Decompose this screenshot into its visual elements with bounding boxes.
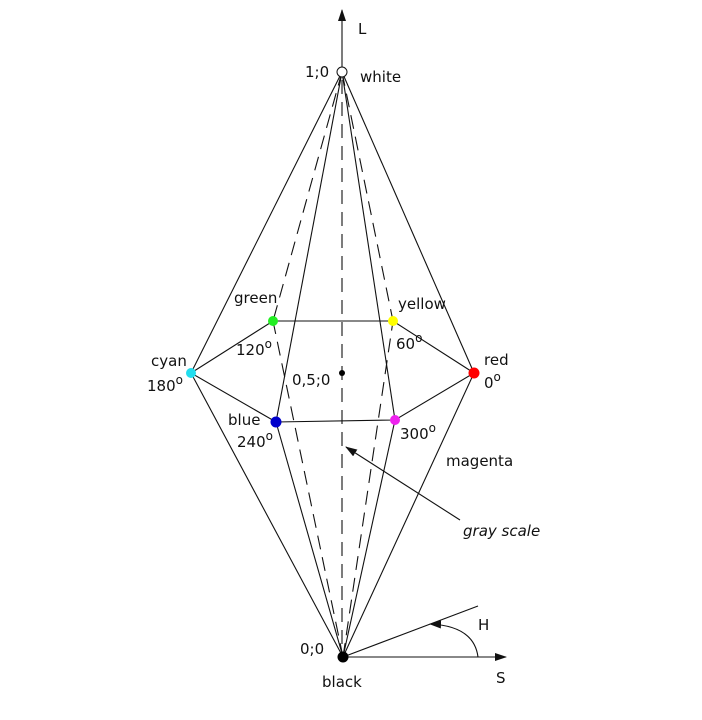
black-label: black: [322, 673, 362, 691]
gray-scale-arrow: [345, 446, 461, 521]
white-point: [336, 66, 348, 78]
hidden-edges: [272, 71, 394, 658]
center-point: [339, 370, 345, 376]
center-coord: 0,5;0: [292, 371, 330, 389]
yellow-point: [388, 316, 398, 326]
yellow-label: yellow: [398, 295, 446, 313]
green-point: [268, 316, 278, 326]
gray-scale-label: gray scale: [463, 522, 540, 540]
cone-edges: [190, 71, 475, 658]
yellow-deg: 60o: [396, 331, 422, 353]
hexagon: [189, 320, 476, 423]
magenta-deg: 300o: [400, 421, 436, 443]
red-deg: 0o: [484, 370, 501, 392]
white-coord: 1;0: [305, 63, 329, 81]
l-axis-label: L: [358, 20, 367, 38]
black-point: [337, 651, 349, 663]
cyan-deg: 180o: [147, 373, 183, 395]
s-axis-label: S: [496, 669, 506, 687]
red-label: red: [484, 351, 509, 369]
red-point: [468, 367, 480, 379]
cyan-point: [186, 368, 196, 378]
blue-deg: 240o: [237, 429, 273, 451]
green-deg: 120o: [236, 337, 272, 359]
h-ray: [342, 605, 479, 658]
green-label: green: [234, 289, 277, 307]
blue-point: [270, 416, 282, 428]
blue-label: blue: [228, 411, 260, 429]
magenta-label: magenta: [446, 452, 513, 470]
h-label: H: [478, 616, 489, 634]
white-label: white: [360, 68, 401, 86]
cyan-label: cyan: [151, 352, 187, 370]
black-coord: 0;0: [300, 640, 324, 658]
magenta-point: [390, 415, 400, 425]
h-arc-arrow: [429, 620, 479, 658]
